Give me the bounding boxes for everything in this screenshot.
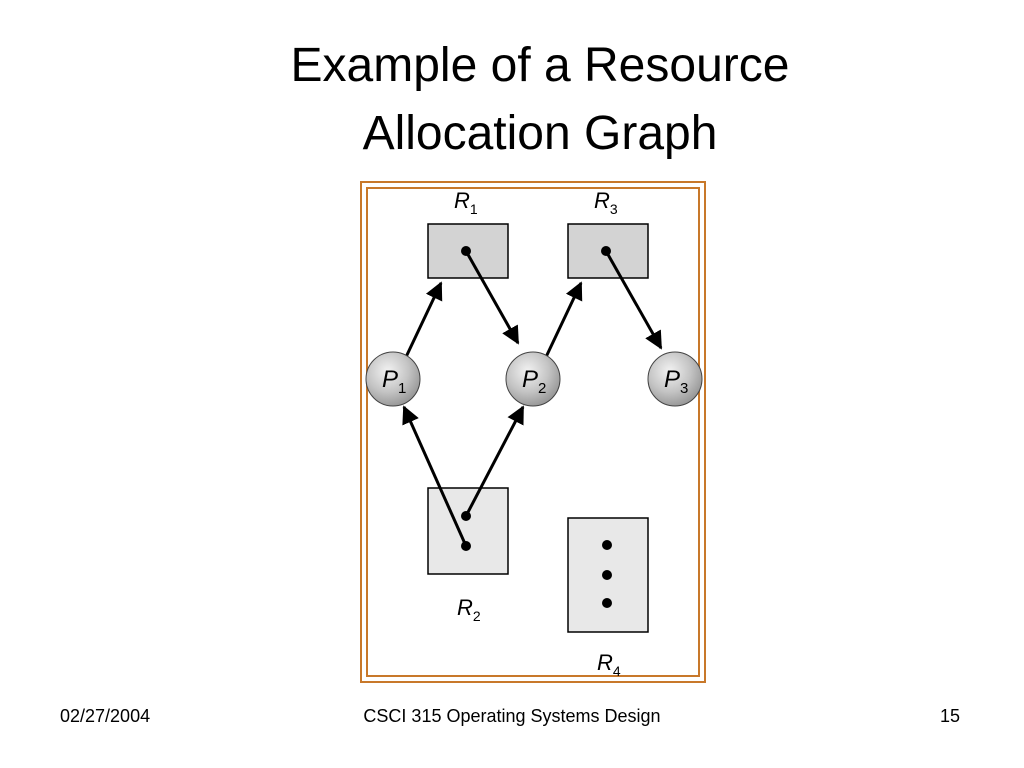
edge-p1-request-r1 xyxy=(404,281,443,358)
footer-date: 02/27/2004 xyxy=(60,706,151,726)
edge-r2-assigned-p1 xyxy=(402,405,468,547)
resource-r1-label: R1 xyxy=(454,188,478,217)
process-p2-label: P2 xyxy=(522,366,546,397)
edge-r3-assigned-p3 xyxy=(604,250,663,350)
resource-r1-box xyxy=(427,223,509,279)
process-p2-node xyxy=(505,351,561,407)
process-p1-node xyxy=(365,351,421,407)
resource-r4-instance xyxy=(602,540,612,550)
resource-r4-instance xyxy=(602,570,612,580)
resource-r2-box xyxy=(427,487,509,575)
process-p1-label: P1 xyxy=(382,366,406,397)
resource-r2-label: R2 xyxy=(457,595,481,624)
diagram-frame: P1 P2 P3 R1 R3 R2 R4 xyxy=(360,181,706,683)
process-p3-label: P3 xyxy=(664,366,688,397)
footer-page-number: 15 xyxy=(940,706,961,726)
process-p3-node xyxy=(647,351,703,407)
edge-r2-assigned-p2 xyxy=(464,405,525,517)
diagram-frame-inner-border xyxy=(366,187,700,677)
resource-r3-label: R3 xyxy=(594,188,618,217)
resource-r4-label: R4 xyxy=(597,650,621,679)
edge-p2-request-r3 xyxy=(544,281,583,358)
footer-course-name: CSCI 315 Operating Systems Design xyxy=(363,706,661,726)
resource-r4-instance xyxy=(602,598,612,608)
edge-r1-assigned-p2 xyxy=(464,250,520,345)
slide-title-line-1: Example of a Resource xyxy=(290,39,790,92)
resource-allocation-graph: P1 P2 P3 R1 R3 R2 R4 xyxy=(365,188,703,679)
slide-title-line-2: Allocation Graph xyxy=(362,107,718,160)
